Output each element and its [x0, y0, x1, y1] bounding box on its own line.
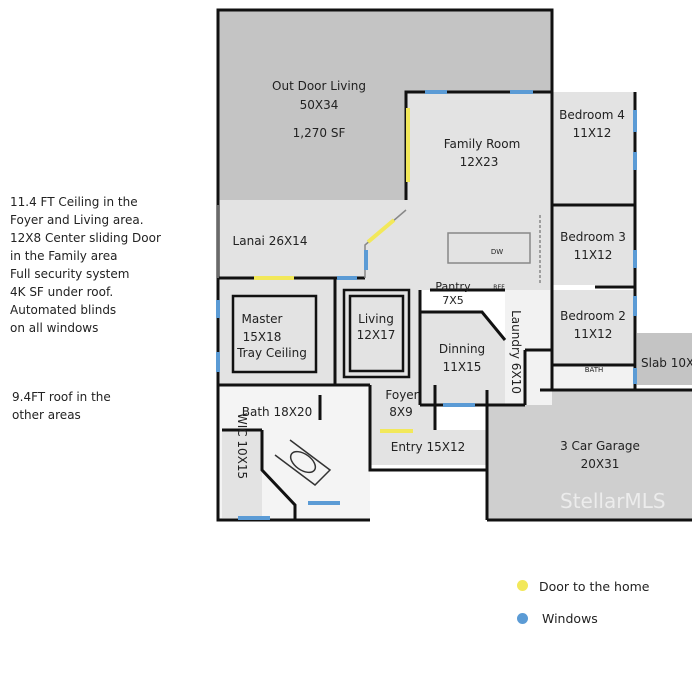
lanai-area: [218, 200, 406, 278]
note-line: other areas: [12, 408, 81, 422]
bedroom3-area: [552, 205, 635, 285]
bedroom3-label: Bedroom 3: [560, 230, 626, 244]
foyer-area: [370, 385, 435, 430]
door-legend-label: Door to the home: [539, 579, 650, 594]
bath-label: Bath 18X20: [242, 405, 312, 419]
door-markers: [254, 108, 413, 433]
outdoor-living-size: 50X34: [300, 98, 339, 112]
dishwasher-label: DW: [491, 248, 503, 256]
slab-area: [637, 333, 692, 385]
dinning-label: Dinning: [439, 342, 485, 356]
note-line: 9.4FT roof in the: [12, 390, 111, 404]
watermark: StellarMLS: [560, 489, 666, 513]
garage-label: 3 Car Garage: [560, 439, 640, 453]
notes-block: 11.4 FT Ceiling in the Foyer and Living …: [10, 193, 210, 337]
wic-label: WIC 10X15: [235, 413, 249, 479]
dinning-size: 11X15: [443, 360, 482, 374]
window-legend-label: Windows: [542, 611, 598, 626]
living-size: 12X17: [357, 328, 396, 342]
living-label: Living: [358, 312, 394, 326]
pantry-size: 7X5: [442, 294, 464, 307]
bedroom2-label: Bedroom 2: [560, 309, 626, 323]
pantry-label: Pantry: [435, 280, 471, 293]
lanai-label: Lanai 26X14: [233, 234, 308, 248]
slab-label: Slab 10X: [641, 356, 692, 370]
window-markers: [216, 90, 637, 520]
master-label: Master: [242, 312, 283, 326]
wic-area: [222, 430, 262, 518]
dinning-area: [420, 312, 505, 405]
note-line: 12X8 Center sliding Door: [10, 231, 161, 245]
note-line: 4K SF under roof.: [10, 285, 114, 299]
family-room-label: Family Room: [444, 137, 521, 151]
foyer-label: Foyer: [385, 388, 418, 402]
window-legend-dot: [517, 613, 528, 624]
note-line: Foyer and Living area.: [10, 213, 144, 227]
bedroom4-size: 11X12: [573, 126, 612, 140]
note-line: 11.4 FT Ceiling in the: [10, 195, 138, 209]
entry-label: Entry 15X12: [391, 440, 466, 454]
bedroom4-label: Bedroom 4: [559, 108, 625, 122]
family-room-size: 12X23: [460, 155, 499, 169]
small-bath-label: BATH: [585, 366, 604, 374]
bedroom3-size: 11X12: [574, 248, 613, 262]
garage-area: [487, 390, 692, 520]
note-line: in the Family area: [10, 249, 118, 263]
outdoor-living-area: [218, 10, 552, 200]
bedroom4-area: [552, 92, 635, 205]
note-line: on all windows: [10, 321, 99, 335]
master-size: 15X18: [243, 330, 282, 344]
garage-size: 20X31: [581, 457, 620, 471]
laundry-label: Laundry 6X10: [509, 310, 523, 394]
bedroom2-size: 11X12: [574, 327, 613, 341]
outdoor-living-label: Out Door Living: [272, 79, 366, 93]
foyer-size: 8X9: [389, 405, 413, 419]
master-tray-ceiling: Tray Ceiling: [236, 346, 307, 360]
bedroom2-area: [552, 290, 635, 365]
entry-area: [370, 430, 487, 465]
roof-note: 9.4FT roof in the other areas: [12, 388, 111, 424]
tray-frames: [231, 288, 411, 379]
outdoor-living-area-text: 1,270 SF: [293, 126, 346, 140]
note-line: Automated blinds: [10, 303, 117, 317]
ref-label: REF: [493, 284, 505, 291]
door-legend-dot: [517, 580, 528, 591]
laundry-area: [505, 290, 552, 405]
small-bath-area: [552, 365, 635, 390]
family-room-area: [365, 92, 552, 290]
note-line: Full security system: [10, 267, 130, 281]
